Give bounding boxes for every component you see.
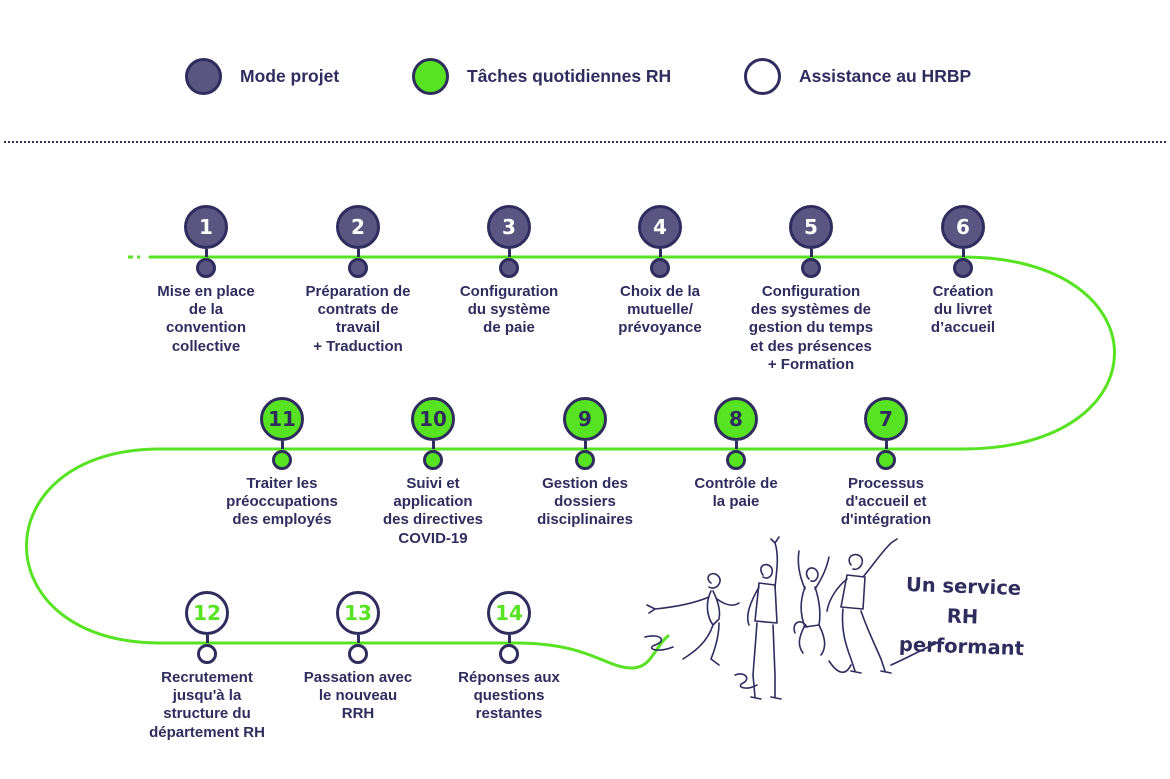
step-node	[423, 450, 443, 470]
step-caption: Choix de la mutuelle/ prévoyance	[618, 283, 702, 337]
step-node	[272, 450, 292, 470]
step-caption: Processus d'accueil et d'intégration	[840, 475, 932, 529]
step-badge: 3	[487, 205, 531, 249]
step-stem	[658, 249, 662, 257]
step-stem	[205, 635, 209, 643]
step-stem	[809, 249, 813, 257]
step-badge: 4	[638, 205, 682, 249]
step-caption: Mise en place de la convention collectiv…	[157, 283, 255, 355]
legend-label: Mode projet	[240, 65, 340, 86]
legend-item-taches-quotidiennes: Tâches quotidiennes RH	[412, 56, 671, 96]
step-badge: 13	[336, 591, 380, 635]
dotted-divider	[4, 141, 1166, 143]
step-node	[650, 258, 670, 278]
step-caption: Gestion des dossiers disciplinaires	[537, 475, 633, 529]
tagline-line-2: performant	[898, 632, 1025, 661]
step-node	[197, 644, 217, 664]
step-caption: Recrutement jusqu'à la structure du dépa…	[149, 669, 265, 741]
step-node	[348, 258, 368, 278]
tagline: Un service RH performant	[888, 569, 1036, 664]
step-caption: Traiter les préoccupations des employés	[226, 475, 338, 529]
step-node	[348, 644, 368, 664]
step-caption: Configuration des systèmes de gestion du…	[748, 283, 874, 373]
legend-item-assistance-hrbp: Assistance au HRBP	[744, 56, 971, 96]
step-node	[726, 450, 746, 470]
tagline-line-1: Un service RH	[905, 573, 1022, 629]
step-stem	[280, 441, 284, 449]
legend-label: Assistance au HRBP	[799, 65, 972, 86]
step-badge: 10	[411, 397, 455, 441]
step-node	[499, 644, 519, 664]
jumping-people-illustration	[644, 536, 938, 700]
step-badge: 8	[714, 397, 758, 441]
step-badge: 9	[563, 397, 607, 441]
step-badge: 11	[260, 397, 304, 441]
step-stem	[734, 441, 738, 449]
legend-item-mode-projet: Mode projet	[185, 56, 339, 96]
step-caption: Suivi et application des directives COVI…	[382, 475, 484, 547]
step-badge: 2	[336, 205, 380, 249]
step-node	[953, 258, 973, 278]
step-stem	[507, 635, 511, 643]
step-node	[801, 258, 821, 278]
legend-dot-taches	[412, 57, 449, 95]
step-node	[876, 450, 896, 470]
step-badge: 5	[789, 205, 833, 249]
step-stem	[884, 441, 888, 449]
step-caption: Passation avec le nouveau RRH	[303, 669, 413, 723]
step-badge: 6	[941, 205, 985, 249]
step-stem	[204, 249, 208, 257]
step-badge: 12	[185, 591, 229, 635]
legend-dot-projet	[185, 57, 222, 95]
step-node	[499, 258, 519, 278]
step-stem	[431, 441, 435, 449]
step-badge: 14	[487, 591, 531, 635]
step-node	[196, 258, 216, 278]
step-stem	[583, 441, 587, 449]
legend-label: Tâches quotidiennes RH	[467, 65, 672, 86]
step-stem	[507, 249, 511, 257]
step-stem	[961, 249, 965, 257]
step-caption: Réponses aux questions restantes	[458, 669, 560, 723]
step-caption: Préparation de contrats de travail + Tra…	[305, 283, 411, 355]
step-badge: 1	[184, 205, 228, 249]
step-caption: Contrôle de la paie	[694, 475, 778, 511]
step-caption: Création du livret d’accueil	[930, 283, 996, 337]
step-node	[575, 450, 595, 470]
step-stem	[356, 635, 360, 643]
step-stem	[356, 249, 360, 257]
legend-dot-assist	[744, 57, 781, 95]
step-badge: 7	[864, 397, 908, 441]
step-caption: Configuration du système de paie	[459, 283, 559, 337]
